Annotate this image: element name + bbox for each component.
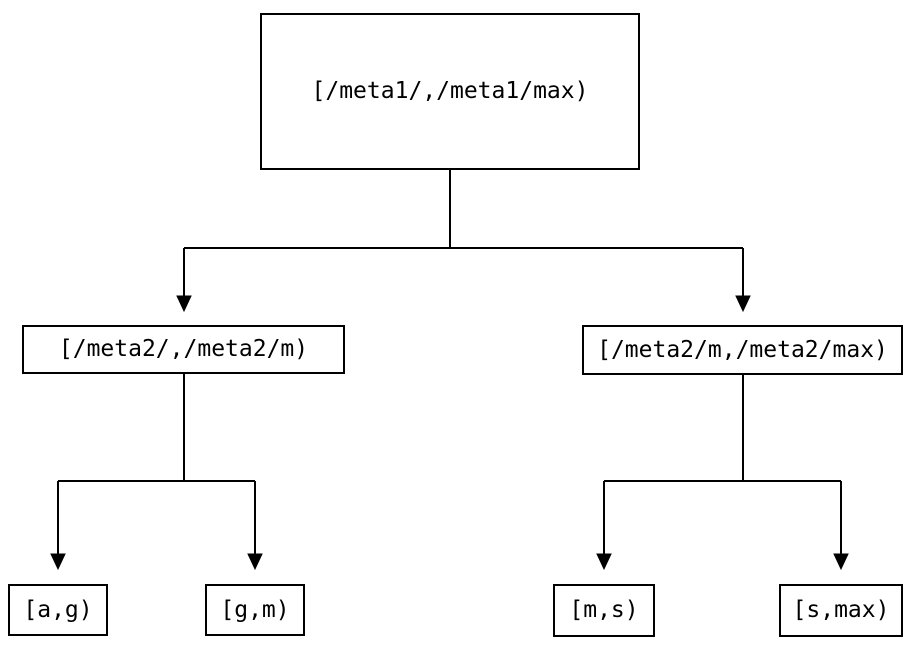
arrowhead-icon xyxy=(247,553,263,571)
node-label-root: [/meta1/,/meta1/max) xyxy=(311,78,589,104)
edge-right-to-leaves xyxy=(603,375,842,554)
tree-node-leaf-gm: [g,m) xyxy=(205,584,305,636)
node-label-leaf-ag: [a,g) xyxy=(23,596,93,623)
node-label-left-child: [/meta2/,/meta2/m) xyxy=(58,336,309,362)
tree-node-leaf-ms: [m,s) xyxy=(553,584,655,637)
tree-node-leaf-smax: [s,max) xyxy=(779,584,903,637)
node-label-leaf-gm: [g,m) xyxy=(220,596,290,623)
arrowhead-icon xyxy=(833,553,849,571)
tree-node-right-child: [/meta2/m,/meta2/max) xyxy=(582,325,903,375)
node-label-leaf-smax: [s,max) xyxy=(792,597,890,623)
arrowhead-icon xyxy=(50,553,66,571)
tree-node-left-child: [/meta2/,/meta2/m) xyxy=(22,325,345,374)
edge-left-to-leaves xyxy=(57,374,256,554)
tree-node-root: [/meta1/,/meta1/max) xyxy=(260,13,640,170)
tree-node-leaf-ag: [a,g) xyxy=(8,584,108,636)
arrowhead-icon xyxy=(176,295,192,313)
edge-root-to-children xyxy=(183,170,744,296)
arrowhead-icon xyxy=(735,295,751,313)
node-label-right-child: [/meta2/m,/meta2/max) xyxy=(597,336,888,363)
node-label-leaf-ms: [m,s) xyxy=(569,597,639,623)
arrowhead-icon xyxy=(596,553,612,571)
